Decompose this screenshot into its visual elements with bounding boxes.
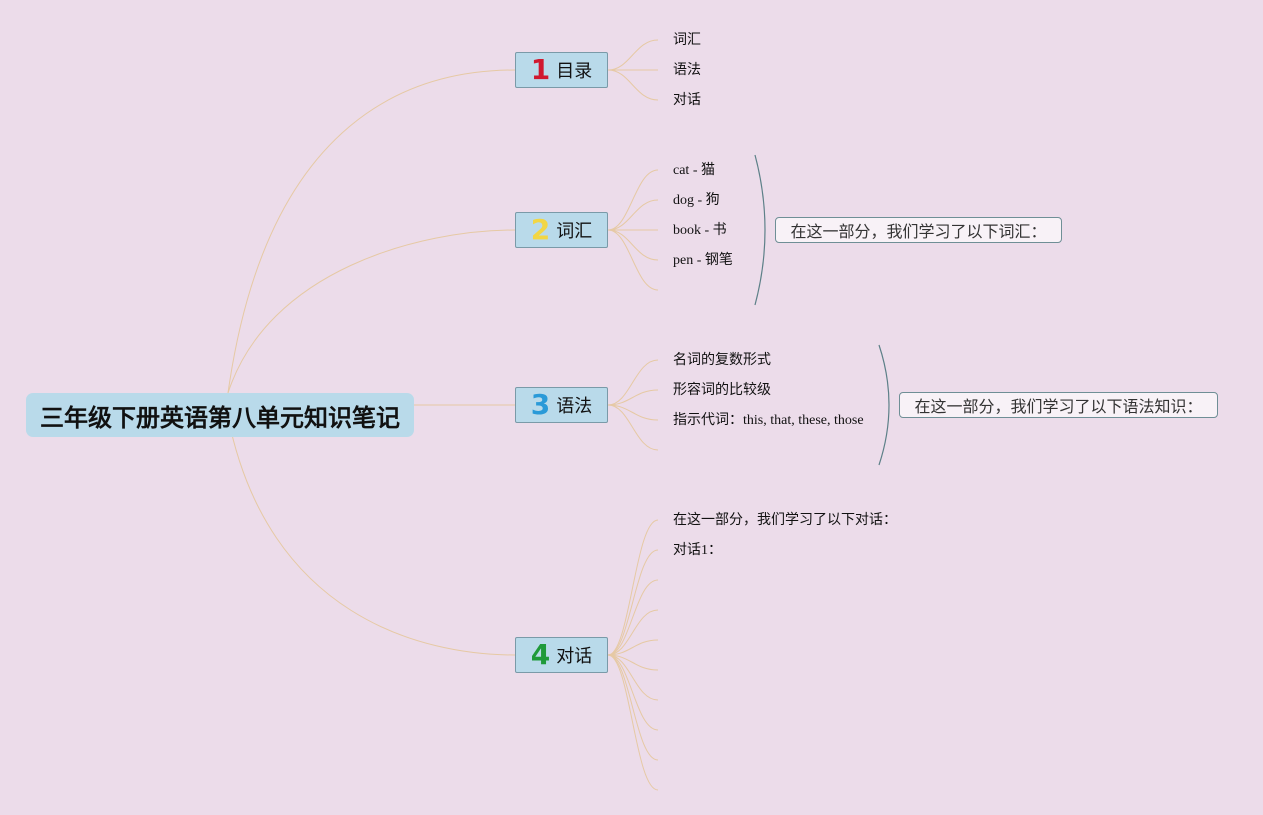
number-two-icon: 2 bbox=[530, 213, 551, 246]
leaf-connector bbox=[607, 609, 659, 656]
leaf-connector bbox=[607, 69, 659, 101]
branch-label: 目录 bbox=[556, 61, 593, 82]
summary-bracket-grammar bbox=[878, 344, 890, 466]
leaf-connector bbox=[607, 654, 659, 761]
summary-text: 在这一部分，我们学习了以下词汇： bbox=[790, 222, 1047, 241]
branch-dialogue[interactable]: 4 对话 bbox=[515, 637, 608, 673]
leaf-item[interactable]: 对话 bbox=[673, 93, 701, 108]
number-one-icon: 1 bbox=[530, 53, 551, 86]
leaf-connector bbox=[607, 229, 659, 291]
branch-contents[interactable]: 1 目录 bbox=[515, 52, 608, 88]
leaf-item[interactable]: 在这一部分，我们学习了以下对话： bbox=[673, 513, 897, 528]
leaf-connector bbox=[607, 359, 659, 406]
leaf-connector bbox=[607, 654, 659, 731]
leaf-item[interactable]: cat - 猫 bbox=[673, 163, 715, 178]
leaf-connector bbox=[607, 654, 659, 791]
leaf-connector bbox=[607, 549, 659, 656]
leaf-item[interactable]: 名词的复数形式 bbox=[673, 353, 771, 368]
leaf-item[interactable]: 词汇 bbox=[673, 33, 701, 48]
summary-vocabulary[interactable]: 在这一部分，我们学习了以下词汇： bbox=[775, 217, 1062, 243]
leaf-item[interactable]: 指示代词：this, that, these, those bbox=[673, 413, 864, 428]
root-connector bbox=[227, 416, 516, 656]
leaf-connector bbox=[607, 654, 659, 701]
leaf-connector bbox=[607, 39, 659, 71]
leaf-item[interactable]: book - 书 bbox=[673, 223, 727, 238]
branch-label: 词汇 bbox=[556, 221, 593, 242]
leaf-connector bbox=[607, 404, 659, 451]
summary-bracket-vocab bbox=[754, 154, 766, 306]
leaf-connector bbox=[607, 519, 659, 656]
root-topic[interactable]: 三年级下册英语第八单元知识笔记 bbox=[26, 393, 414, 437]
branch-vocabulary[interactable]: 2 词汇 bbox=[515, 212, 608, 248]
leaf-connector bbox=[607, 229, 659, 261]
branch-label: 语法 bbox=[556, 396, 593, 417]
summary-text: 在这一部分，我们学习了以下语法知识： bbox=[914, 397, 1203, 416]
branch-label: 对话 bbox=[556, 646, 593, 667]
root-topic-title: 三年级下册英语第八单元知识笔记 bbox=[40, 403, 400, 432]
root-connector bbox=[227, 69, 516, 394]
leaf-item[interactable]: 语法 bbox=[673, 63, 701, 78]
leaf-connector bbox=[607, 199, 659, 231]
number-three-icon: 3 bbox=[530, 388, 551, 421]
leaf-item[interactable]: dog - 狗 bbox=[673, 193, 720, 208]
leaf-connector bbox=[607, 389, 659, 406]
leaf-connector bbox=[607, 169, 659, 231]
leaf-item[interactable]: pen - 钢笔 bbox=[673, 253, 733, 268]
number-four-icon: 4 bbox=[530, 638, 551, 671]
leaf-item[interactable]: 形容词的比较级 bbox=[673, 383, 771, 398]
leaf-connector bbox=[607, 579, 659, 656]
leaf-item[interactable]: 对话1： bbox=[673, 543, 722, 558]
leaf-connector bbox=[607, 639, 659, 656]
branch-grammar[interactable]: 3 语法 bbox=[515, 387, 608, 423]
summary-grammar[interactable]: 在这一部分，我们学习了以下语法知识： bbox=[899, 392, 1218, 418]
root-connector bbox=[227, 229, 516, 394]
